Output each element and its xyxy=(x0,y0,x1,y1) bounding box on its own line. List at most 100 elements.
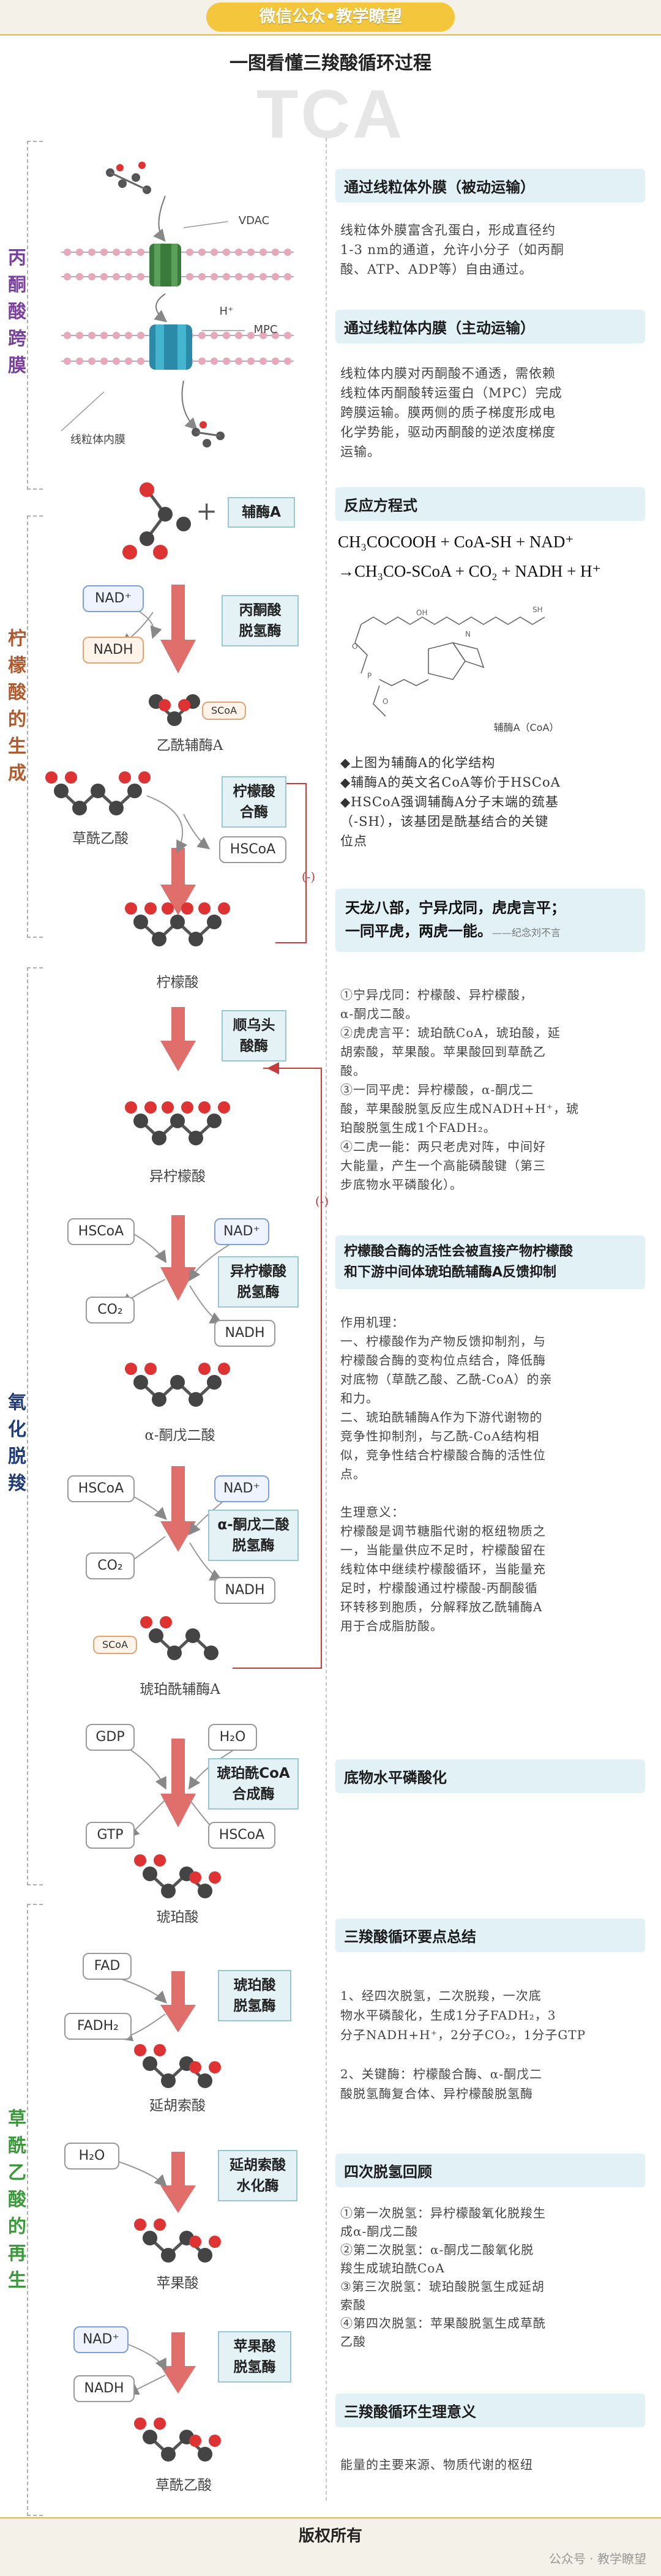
footer-bar: 版权所有 公众号 · 教学瞭望 xyxy=(0,2517,661,2576)
fumarate-name: 延胡索酸 xyxy=(149,2098,206,2114)
equation-line-1: CH₃COCOOH + CoA-SH + NAD⁺ xyxy=(338,533,574,551)
nad-box-2: NAD⁺ xyxy=(214,1218,269,1245)
reaction-arrows xyxy=(160,585,196,2394)
nadh-box-4: NADH xyxy=(73,2375,135,2402)
mitochondrial-membrane-illustration xyxy=(61,162,294,447)
heading-summary: 三羧酸循环要点总结 xyxy=(335,1919,645,1952)
section-frame-2 xyxy=(27,515,43,938)
oxaloacetate-name-1: 草酰乙酸 xyxy=(72,831,129,847)
nadh-box-3: NADH xyxy=(214,1577,275,1604)
isocitrate-name: 异柠檬酸 xyxy=(149,1169,206,1185)
text-outer-membrane: 线粒体外膜富含孔蛋白，形成直径约 1-3 nm的通道，允许小分子（如丙酮 酸、A… xyxy=(340,223,564,277)
malate-name: 苹果酸 xyxy=(156,2275,199,2291)
svg-text:OH: OH xyxy=(416,608,427,617)
side-label-citrate-formation: 柠檬酸的生成 xyxy=(8,628,26,784)
nadh-box-2: NADH xyxy=(214,1320,275,1347)
enzyme-succinyl-coa-synthetase: 琥珀酰CoA 合成酶 xyxy=(208,1758,299,1810)
section-frame-3 xyxy=(27,967,43,1885)
inner-membrane-label: 线粒体内膜 xyxy=(70,433,125,446)
fad-box: FAD xyxy=(83,1953,132,1980)
mnemonic-line-1: 天龙八部，宁异戊同，虎虎言平； xyxy=(345,899,566,916)
acetyl-coa-molecule xyxy=(149,694,200,726)
gtp-box: GTP xyxy=(86,1822,135,1849)
heading-inner-membrane: 通过线粒体内膜（主动运输） xyxy=(335,310,645,343)
fadh2-box: FADH₂ xyxy=(64,2013,132,2040)
equation-line-2: →CH₃CO-SCoA + CO₂ + NADH + H⁺ xyxy=(338,562,601,580)
coa-structure-label: 辅酶A（CoA） xyxy=(493,722,559,733)
column-divider xyxy=(326,138,327,2501)
text-inner-membrane: 线粒体内膜对丙酮酸不通透，需依赖 线粒体丙酮酸转运蛋白（MPC）完成 跨膜运输。… xyxy=(340,366,562,459)
side-label-oxidative-decarboxylation: 氧化脱羧 xyxy=(8,1392,26,1494)
oxaloacetate-name-2: 草酰乙酸 xyxy=(155,2477,212,2493)
section-frame-1 xyxy=(27,141,43,490)
isocitrate-molecule xyxy=(125,1101,230,1145)
scoa-tag-2: SCoA xyxy=(93,1636,137,1654)
enzyme-aconitase: 顺乌头 酸酶 xyxy=(222,1010,286,1061)
nad-box-4: NAD⁺ xyxy=(73,2326,129,2353)
hscoa-box-2: HSCoA xyxy=(67,1218,135,1245)
succinate-molecule xyxy=(134,1854,221,1898)
svg-text:P: P xyxy=(367,672,372,680)
nadh-box-1: NADH xyxy=(83,637,144,664)
enzyme-citrate-synthase: 柠檬酸 合酶 xyxy=(222,776,286,828)
alpha-ketoglutarate-name: α-酮戊二酸 xyxy=(144,1428,215,1443)
gdp-box: GDP xyxy=(86,1724,135,1751)
heading-four-dehydrogenations: 四次脱氢回顾 xyxy=(335,2154,645,2187)
fumarate-molecule xyxy=(134,2044,221,2088)
tca-watermark-title: TCA xyxy=(256,76,405,152)
plus-sign: + xyxy=(196,496,218,526)
citrate-name: 柠檬酸 xyxy=(156,975,199,990)
footer-copyright: 版权所有 xyxy=(298,2527,362,2545)
oxaloacetate-molecule-2 xyxy=(134,2417,221,2462)
text-feedback-inhibition: 作用机理： 一、柠檬酸作为产物反馈抑制剂，与 柠檬酸合酶的变构位点结合，降低酶 … xyxy=(340,1315,553,1633)
hscoa-box-1: HSCoA xyxy=(219,836,286,863)
text-four-dehydrogenations: ①第一次脱氢：异柠檬酸氧化脱羧生 成α-酮戊二酸 ②第二次脱氢：α-酮戊二酸氧化… xyxy=(340,2206,546,2349)
acetyl-coa-name: 乙酰辅酶A xyxy=(156,738,223,754)
section-frame-4 xyxy=(27,1904,43,2516)
nad-box-3: NAD⁺ xyxy=(214,1475,269,1502)
side-label-pyruvate-transport: 丙酮酸跨膜 xyxy=(8,247,26,376)
enzyme-akg-dehydrogenase: α-酮戊二酸 脱氢酶 xyxy=(208,1510,299,1561)
side-label-oxaloacetate-regeneration: 草酰乙酸的再生 xyxy=(8,2108,26,2291)
coa-label-box: 辅酶A xyxy=(228,497,295,528)
alpha-ketoglutarate-molecule xyxy=(125,1363,230,1407)
h2o-box-1: H₂O xyxy=(208,1724,257,1751)
heading-outer-membrane: 通过线粒体外膜（被动运输） xyxy=(335,169,645,203)
inhibition-mark-2: (-) xyxy=(315,1194,329,1208)
enzyme-pyruvate-dehydrogenase: 丙酮酸 脱氢酶 xyxy=(222,595,299,646)
brand-pill: 微信公众•教学瞭望 xyxy=(206,2,455,32)
top-banner: 微信公众•教学瞭望 xyxy=(0,0,661,36)
mpc-label: MPC xyxy=(253,323,278,336)
page-title: 一图看懂三羧酸循环过程 xyxy=(230,53,431,74)
text-coa-notes: ◆上图为辅酶A的化学结构 ◆辅酶A的英文名CoA等价于HSCoA ◆HSCoA强… xyxy=(340,755,561,848)
heading-reaction-equation: 反应方程式 xyxy=(335,487,645,521)
succinate-name: 琥珀酸 xyxy=(156,1909,199,1925)
heading-feedback-inhibition: 柠檬酸合酶的活性会被直接产物柠檬酸 和下游中间体琥珀酰辅酶A反馈抑制 xyxy=(335,1235,645,1289)
enzyme-malate-dehydrogenase: 苹果酸 脱氢酶 xyxy=(218,2331,291,2383)
mnemonic-line-2: 一同平虎，两虎一能。 xyxy=(345,923,492,940)
hscoa-box-3: HSCoA xyxy=(67,1475,135,1502)
enzyme-isocitrate-dehydrogenase: 异柠檬酸 脱氢酶 xyxy=(218,1256,299,1308)
svg-text:O: O xyxy=(352,642,357,651)
proton-label: H⁺ xyxy=(219,305,234,318)
succinyl-coa-name: 琥珀酰辅酶A xyxy=(140,1682,220,1698)
heading-physiological-significance: 三羧酸循环生理意义 xyxy=(335,2394,645,2427)
malate-molecule xyxy=(134,2218,221,2263)
mnemonic-source: ——纪念刘不言 xyxy=(492,927,561,938)
svg-text:O: O xyxy=(383,697,388,706)
text-physiological-significance: 能量的主要来源、物质代谢的枢纽 xyxy=(340,2457,533,2472)
inhibition-mark-1: (-) xyxy=(301,869,316,884)
nad-box-1: NAD⁺ xyxy=(83,585,144,612)
oxaloacetate-molecule-1 xyxy=(45,771,151,815)
text-summary: 1、经四次脱氢，二次脱羧，一次底 物水平磷酸化，生成1分子FADH₂，3 分子N… xyxy=(340,1988,586,2101)
svg-text:SH: SH xyxy=(532,605,543,614)
heading-substrate-phosphorylation: 底物水平磷酸化 xyxy=(335,1759,645,1793)
citrate-molecule xyxy=(125,902,230,946)
footer-watermark: 公众号 · 教学瞭望 xyxy=(548,2552,646,2566)
text-mnemonic-explanation: ①宁异戊同：柠檬酸、异柠檬酸， α-酮戊二酸。 ②虎虎言平：琥珀酰CoA，琥珀酸… xyxy=(340,987,580,1192)
succinyl-coa-molecule xyxy=(140,1616,218,1660)
hscoa-box-4: HSCoA xyxy=(208,1822,275,1849)
co2-box-1: CO₂ xyxy=(86,1297,135,1324)
